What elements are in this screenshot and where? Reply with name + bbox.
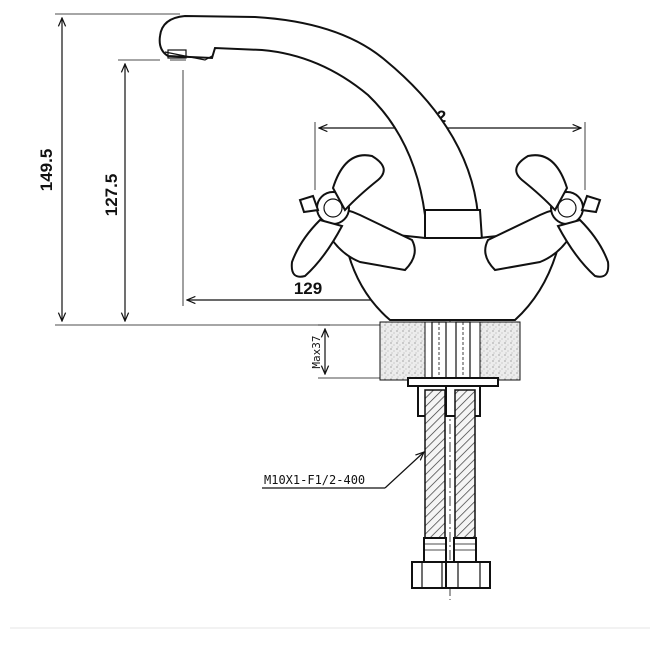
spout — [158, 14, 480, 216]
left-handle — [290, 154, 416, 278]
flexible-hoses — [411, 385, 491, 589]
dimension-total-height: 149.5 — [37, 13, 330, 326]
countertop-section — [379, 321, 521, 387]
spout-height-label: 127.5 — [102, 174, 121, 217]
spout-reach-label: 129 — [294, 279, 322, 298]
dimension-spout-height: 127.5 — [102, 59, 160, 321]
total-height-label: 149.5 — [37, 149, 56, 192]
dimension-mount-thickness: Max37 — [310, 324, 380, 379]
hose-spec-label: M10X1-F1/2-400 — [264, 473, 365, 487]
mount-thickness-label: Max37 — [310, 335, 323, 368]
right-handle — [484, 154, 610, 278]
hose-callout: M10X1-F1/2-400 — [262, 452, 424, 489]
